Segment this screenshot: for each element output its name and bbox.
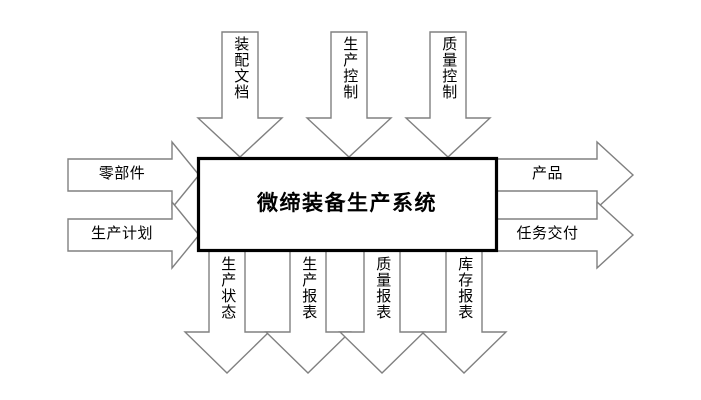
input-label-2: 生产计划 (90, 225, 153, 242)
system-title: 微缔装备生产系统 (257, 192, 437, 215)
input-arrow-2 (67, 200, 200, 270)
control-arrow-1 (196, 31, 284, 158)
control-label-3: 质量控制 (440, 36, 458, 100)
report-arrow-2 (264, 249, 352, 374)
output-arrow-1 (496, 140, 635, 210)
system-box (196, 156, 499, 253)
input-arrow-1 (67, 140, 200, 210)
report-label-2: 生产报表 (300, 256, 318, 320)
control-label-1: 装配文档 (232, 36, 250, 100)
report-arrow-3 (338, 249, 426, 374)
output-arrow-2 (496, 200, 635, 270)
output-label-1: 产品 (531, 165, 563, 182)
report-label-1: 生产状态 (219, 256, 237, 320)
control-arrow-3 (404, 31, 492, 158)
output-label-2: 任务交付 (516, 225, 579, 242)
report-label-4: 库存报表 (456, 256, 474, 320)
report-arrow-4 (420, 249, 508, 374)
control-label-2: 生产控制 (341, 36, 359, 100)
report-arrow-1 (183, 249, 271, 374)
control-arrow-2 (305, 31, 393, 158)
input-label-1: 零部件 (98, 165, 146, 182)
report-label-3: 质量报表 (374, 256, 392, 320)
